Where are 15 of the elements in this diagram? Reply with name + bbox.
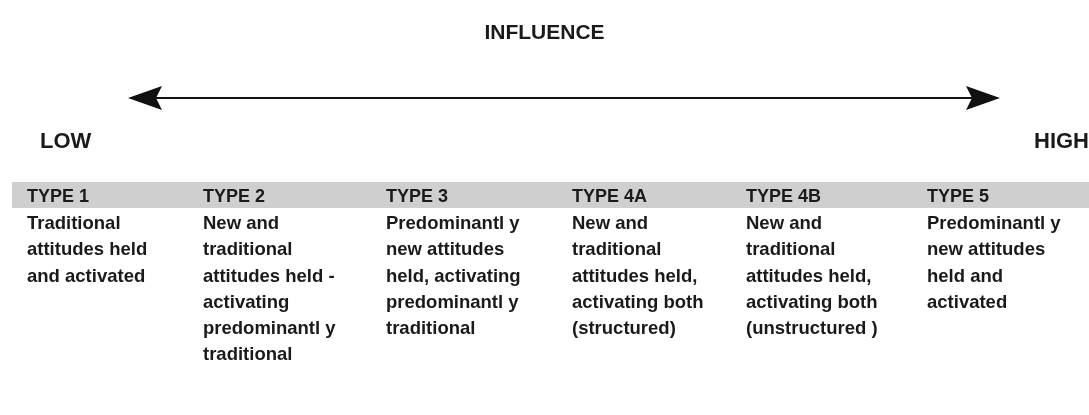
- type-heading: TYPE 3: [386, 185, 449, 208]
- type-heading: TYPE 5: [927, 185, 990, 208]
- scale-label: HIGH: [1034, 128, 1089, 154]
- type-heading: TYPE 2: [203, 185, 266, 208]
- type-heading: TYPE 4B: [746, 185, 822, 208]
- type-description: New and traditional attitudes held - activating predominantl y traditional: [203, 211, 337, 367]
- title: INFLUENCE: [483, 20, 606, 44]
- type-description: Predominantl y new attitudes held, activating predominantl y traditional: [386, 211, 522, 341]
- type-description: New and traditional attitudes held, activating both (unstructured ): [746, 211, 879, 341]
- type-description: Predominantl y new attitudes held and activated: [927, 211, 1062, 314]
- scale-label: LOW: [40, 128, 92, 154]
- type-heading: TYPE 4A: [572, 185, 648, 208]
- type-heading: TYPE 1: [27, 185, 90, 208]
- type-description: New and traditional attitudes held, activating both (structured): [572, 211, 705, 341]
- type-description: Traditional attitudes held and activated: [27, 211, 149, 288]
